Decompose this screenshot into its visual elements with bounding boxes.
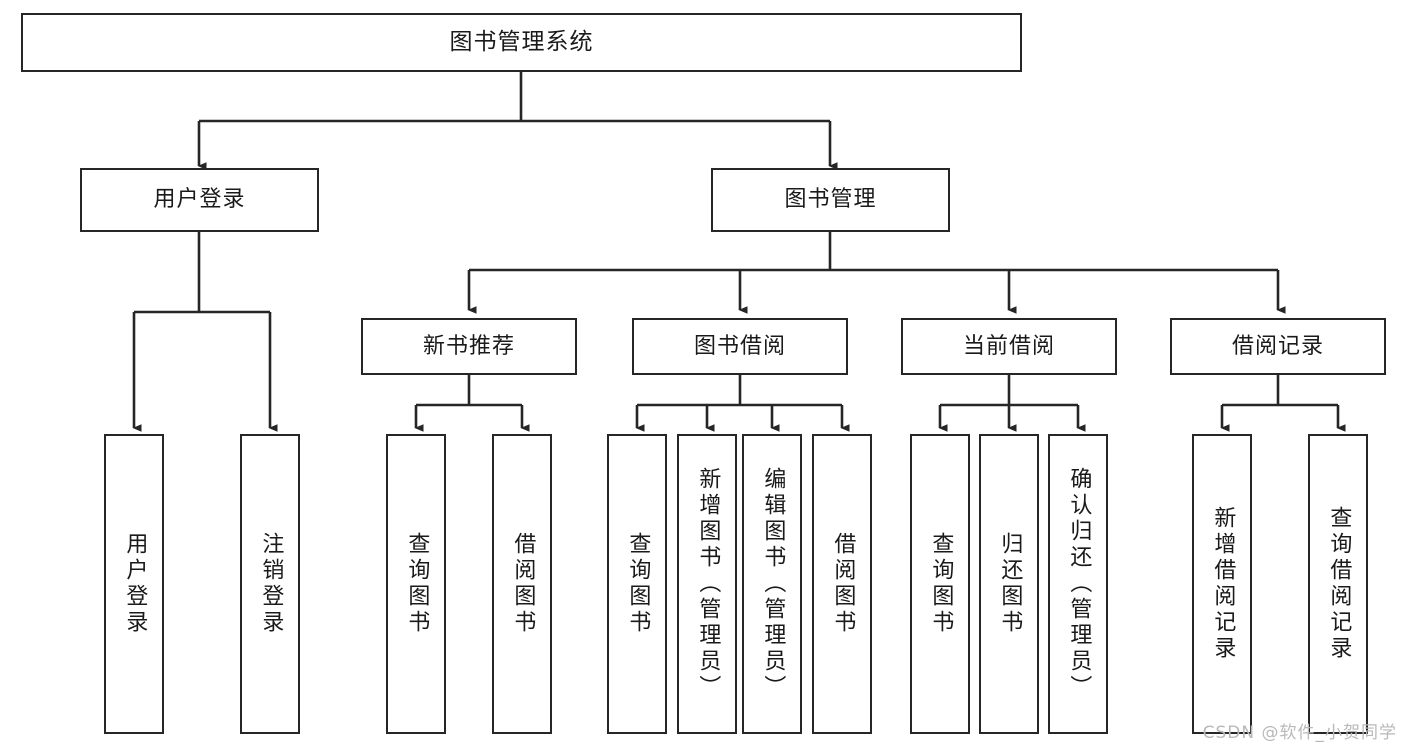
node-leaf-query-record[interactable]: 查询借阅记录 (1308, 434, 1368, 734)
node-leaf-add-record-label: 新增借阅记录 (1210, 506, 1236, 662)
node-new-book-recommend[interactable]: 新书推荐 (361, 318, 577, 375)
node-leaf-borrow-book-1[interactable]: 借阅图书 (492, 434, 552, 734)
node-leaf-edit-book-label: 编辑图书（管理员） (760, 467, 786, 701)
node-leaf-query-book-2-label: 查询图书 (625, 532, 651, 636)
node-leaf-return-book[interactable]: 归还图书 (979, 434, 1039, 734)
node-leaf-confirm-return-label: 确认归还（管理员） (1066, 467, 1092, 701)
node-user-login[interactable]: 用户登录 (80, 168, 319, 232)
watermark: CSDN @软件_小贺同学 (1202, 723, 1397, 743)
node-leaf-borrow-book-2[interactable]: 借阅图书 (812, 434, 872, 734)
node-book-borrow[interactable]: 图书借阅 (632, 318, 848, 375)
node-book-manage-label: 图书管理 (784, 187, 877, 213)
node-leaf-edit-book[interactable]: 编辑图书（管理员） (742, 434, 802, 734)
node-leaf-logout-login[interactable]: 注销登录 (240, 434, 300, 734)
node-leaf-user-login-label: 用户登录 (122, 532, 148, 636)
node-book-borrow-label: 图书借阅 (693, 333, 786, 359)
node-leaf-query-book-3-label: 查询图书 (928, 532, 954, 636)
node-leaf-borrow-book-1-label: 借阅图书 (510, 532, 536, 636)
node-root-label: 图书管理系统 (449, 28, 594, 55)
node-book-manage[interactable]: 图书管理 (711, 168, 950, 232)
node-leaf-add-book[interactable]: 新增图书（管理员） (677, 434, 737, 734)
node-current-borrow-label: 当前借阅 (962, 333, 1055, 359)
node-leaf-confirm-return[interactable]: 确认归还（管理员） (1048, 434, 1108, 734)
node-leaf-borrow-book-2-label: 借阅图书 (830, 532, 856, 636)
node-leaf-logout-login-label: 注销登录 (258, 532, 284, 636)
node-new-book-recommend-label: 新书推荐 (422, 333, 515, 359)
node-leaf-return-book-label: 归还图书 (997, 532, 1023, 636)
node-leaf-query-record-label: 查询借阅记录 (1326, 506, 1352, 662)
node-leaf-add-record[interactable]: 新增借阅记录 (1192, 434, 1252, 734)
node-leaf-query-book-1[interactable]: 查询图书 (386, 434, 446, 734)
node-current-borrow[interactable]: 当前借阅 (901, 318, 1117, 375)
node-borrow-record[interactable]: 借阅记录 (1170, 318, 1386, 375)
node-user-login-label: 用户登录 (153, 187, 246, 213)
node-leaf-query-book-3[interactable]: 查询图书 (910, 434, 970, 734)
node-leaf-query-book-2[interactable]: 查询图书 (607, 434, 667, 734)
node-leaf-user-login[interactable]: 用户登录 (104, 434, 164, 734)
node-leaf-add-book-label: 新增图书（管理员） (695, 467, 721, 701)
node-borrow-record-label: 借阅记录 (1231, 333, 1324, 359)
node-root[interactable]: 图书管理系统 (21, 13, 1022, 72)
node-leaf-query-book-1-label: 查询图书 (404, 532, 430, 636)
